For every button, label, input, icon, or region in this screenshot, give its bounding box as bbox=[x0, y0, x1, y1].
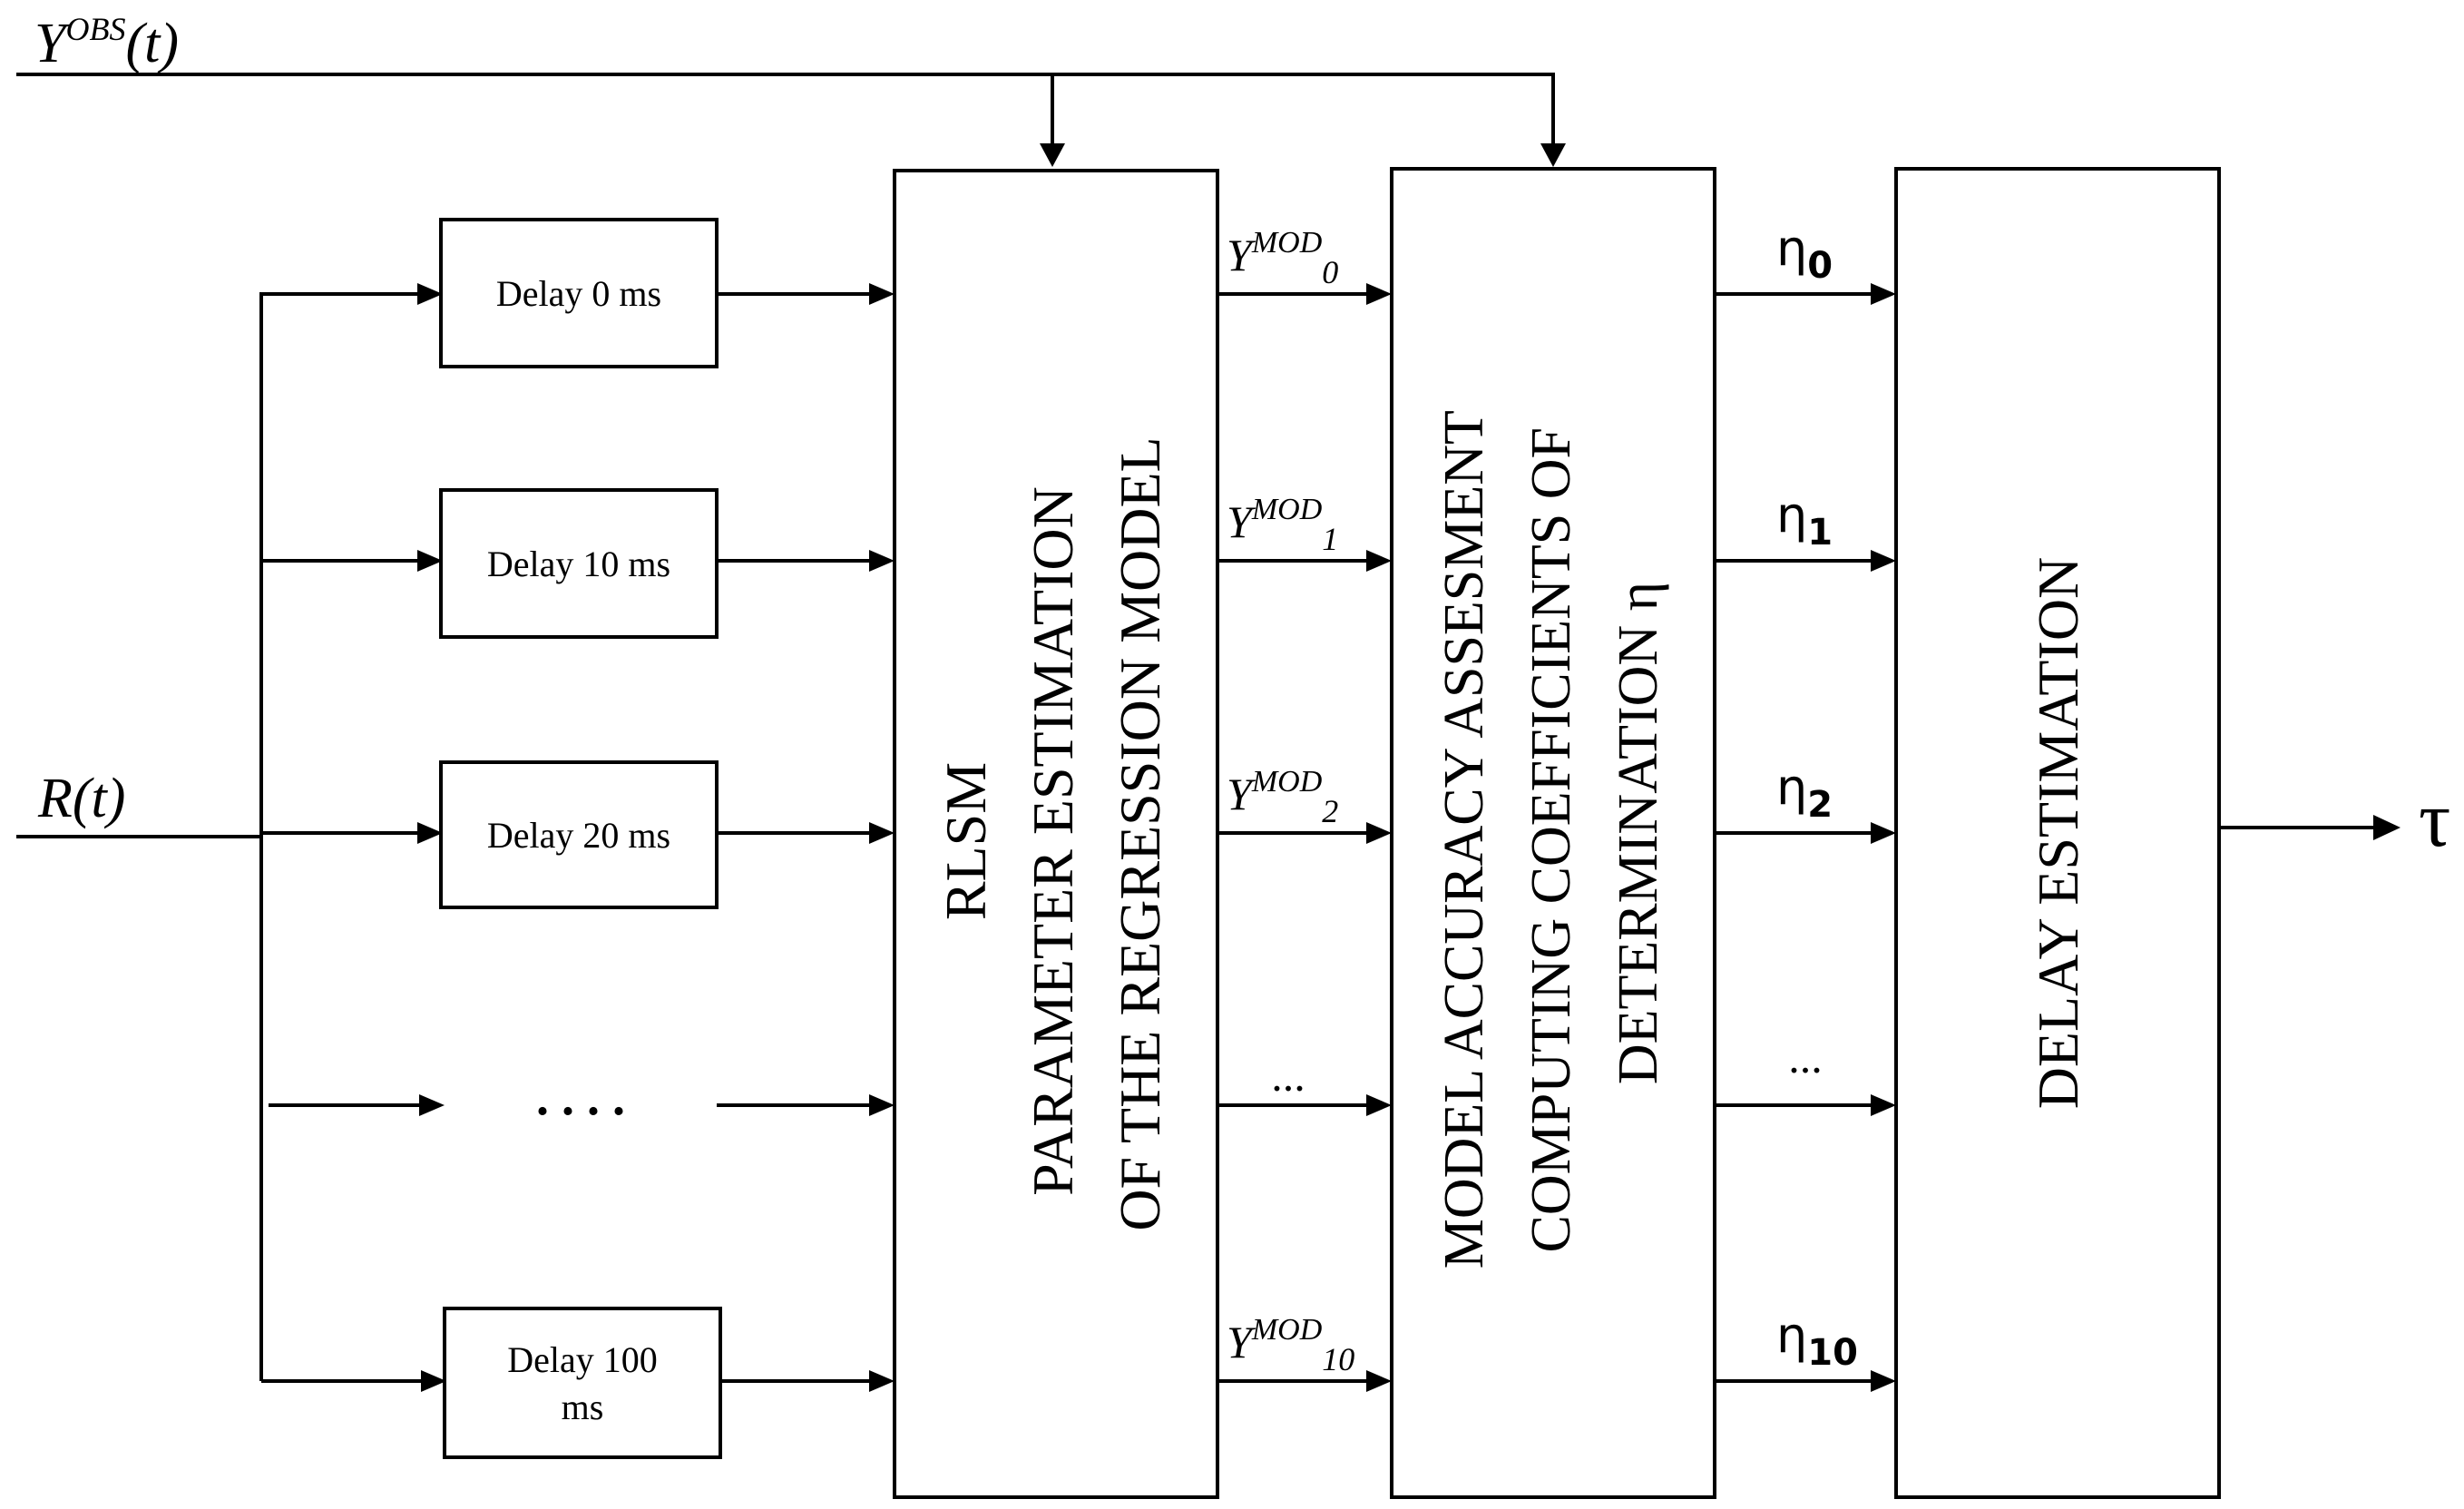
eta-output-arrowhead bbox=[1871, 1370, 1896, 1392]
rlsm-input-arrowhead bbox=[869, 1094, 895, 1116]
eta-output-ellipsis: ... bbox=[1788, 1032, 1823, 1083]
model-output-label: YMOD2 bbox=[1227, 765, 1338, 829]
eta-output-arrowhead bbox=[1871, 283, 1896, 305]
model-output-arrowhead bbox=[1366, 822, 1392, 844]
eta-output-arrowhead bbox=[1871, 550, 1896, 572]
delay-input-arrowhead bbox=[417, 822, 443, 844]
rlsm-input-arrowhead bbox=[869, 1370, 895, 1392]
eta-output-arrowhead bbox=[1871, 822, 1896, 844]
observed-arrowhead-rlsm bbox=[1040, 143, 1065, 167]
delay-block bbox=[439, 760, 719, 909]
model-output-arrowhead bbox=[1366, 1370, 1392, 1392]
observed-signal-label: YOBS(t) bbox=[34, 11, 179, 74]
signal-row: Delay 0 ms YMOD0 η0 bbox=[261, 218, 1872, 368]
reference-signal-label: R(t) bbox=[37, 768, 125, 829]
observed-arrowhead-accuracy bbox=[1540, 143, 1566, 167]
observed-signal-line bbox=[16, 73, 1555, 145]
eta-output-label: η1 bbox=[1776, 486, 1833, 554]
delay-block bbox=[439, 218, 719, 368]
delay-input-arrowhead bbox=[421, 1370, 446, 1392]
delay-block-label: Delay 0 ms bbox=[496, 273, 661, 314]
delay-block bbox=[439, 488, 719, 639]
model-output-arrowhead bbox=[1366, 550, 1392, 572]
model-output-ellipsis: ... bbox=[1271, 1050, 1305, 1101]
output-tau-symbol: τ bbox=[2419, 776, 2450, 864]
signal-row: Delay 20 ms YMOD2 η2 bbox=[261, 759, 1872, 909]
model-output-label: YMOD10 bbox=[1227, 1313, 1354, 1377]
ellipsis-arrowhead bbox=[419, 1094, 445, 1116]
eta-output-label: η2 bbox=[1776, 759, 1833, 826]
rlsm-input-arrowhead bbox=[869, 550, 895, 572]
eta-output-arrowhead bbox=[1871, 1094, 1896, 1116]
output-arrowhead bbox=[2373, 815, 2400, 840]
delay-block-label: Delay 10 ms bbox=[487, 544, 670, 584]
rlsm-input-arrowhead bbox=[869, 822, 895, 844]
rlsm-input-arrowhead bbox=[869, 283, 895, 305]
model-output-arrowhead bbox=[1366, 1094, 1392, 1116]
model-output-arrowhead bbox=[1366, 283, 1392, 305]
delay-block-label: Delay 20 ms bbox=[487, 815, 670, 856]
eta-output-label: η10 bbox=[1776, 1307, 1858, 1374]
delay-estimation-label: DELAY ESTIMATION bbox=[2026, 557, 2090, 1110]
rlsm-block-label: RLSM PARAMETER ESTIMATION OF THE REGRESS… bbox=[934, 436, 1172, 1230]
accuracy-block-label: MODEL ACCURACY ASSESMENT COMPUTING COEFF… bbox=[1433, 397, 1669, 1269]
signal-row: Delay 10 ms YMOD1 η1 bbox=[261, 486, 1872, 639]
model-output-label: YMOD1 bbox=[1227, 493, 1338, 557]
eta-output-label: η0 bbox=[1776, 220, 1833, 287]
delay-estimation-block bbox=[1894, 167, 2221, 1499]
model-output-label: YMOD0 bbox=[1227, 226, 1338, 290]
delay-input-arrowhead bbox=[417, 550, 443, 572]
signal-row: . . . ....... bbox=[269, 1032, 1872, 1126]
accuracy-block bbox=[1390, 167, 1716, 1499]
delay-block bbox=[443, 1307, 722, 1459]
ellipsis-branch-label: . . . . bbox=[536, 1070, 625, 1126]
rlsm-block bbox=[893, 169, 1219, 1499]
delay-input-arrowhead bbox=[417, 283, 443, 305]
